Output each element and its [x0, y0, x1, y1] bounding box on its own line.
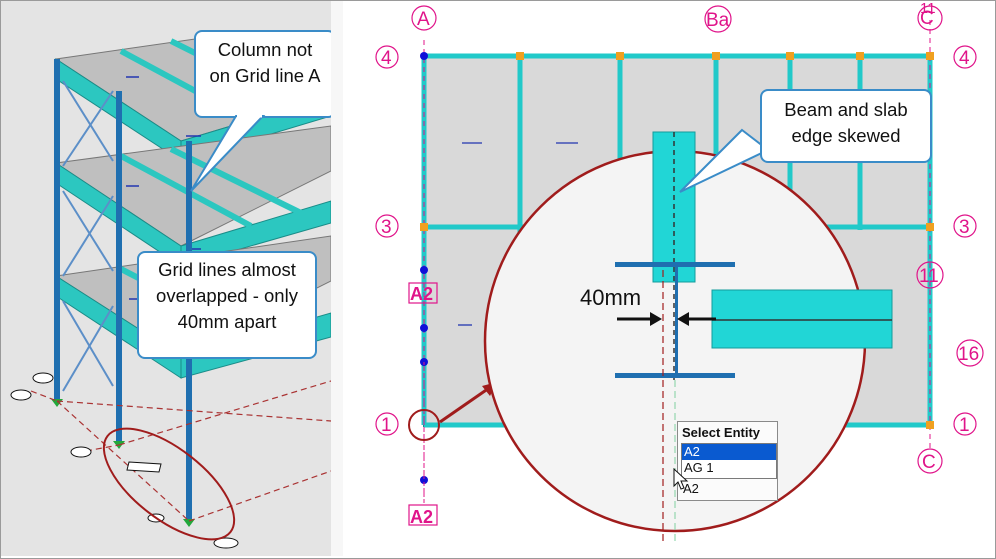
- select-entity-current: A2: [683, 481, 699, 496]
- callout-column-not-on-grid: Column not on Grid line A: [194, 30, 331, 118]
- detail-highlight: [408, 409, 440, 441]
- callout-grid-lines-overlapped: Grid lines almost overlapped - only 40mm…: [137, 251, 317, 359]
- select-entity-option-ag1[interactable]: AG 1: [684, 460, 714, 475]
- magnified-detail: [615, 131, 893, 545]
- highlight-ellipse: [102, 427, 236, 541]
- callout-line: edge skewed: [791, 125, 901, 146]
- support-marker: [183, 519, 195, 527]
- select-entity-popup[interactable]: Select Entity A2 AG 1 A2: [677, 421, 778, 501]
- mouse-pointer-icon: [673, 468, 689, 490]
- callout-line: Grid lines almost: [158, 259, 296, 280]
- callout-line: Beam and slab: [784, 99, 908, 120]
- callout-line: overlapped - only: [156, 285, 298, 306]
- ground-gridlines: [30, 380, 331, 522]
- callout-line: Column not: [217, 39, 313, 60]
- nodes: [420, 52, 934, 429]
- blue-nodes: [420, 52, 428, 484]
- select-entity-title: Select Entity: [682, 425, 761, 440]
- slab-arrows: [458, 142, 578, 326]
- 3d-model-view[interactable]: Column not on Grid line A Grid lines alm…: [1, 1, 331, 556]
- callout-beam-slab-skewed: Beam and slab edge skewed: [760, 89, 932, 163]
- support-marker: [51, 399, 63, 407]
- select-entity-list[interactable]: A2 AG 1: [681, 443, 777, 479]
- callout-line: 40mm apart: [177, 311, 277, 332]
- plan-view[interactable]: Beam and slab edge skewed: [343, 1, 994, 556]
- panel-divider: [331, 1, 343, 556]
- callout-line: on Grid line A: [209, 65, 321, 86]
- plan-drawing: [375, 5, 984, 545]
- dimension-label: 40mm: [580, 285, 642, 310]
- select-entity-option-a2[interactable]: A2: [682, 444, 776, 460]
